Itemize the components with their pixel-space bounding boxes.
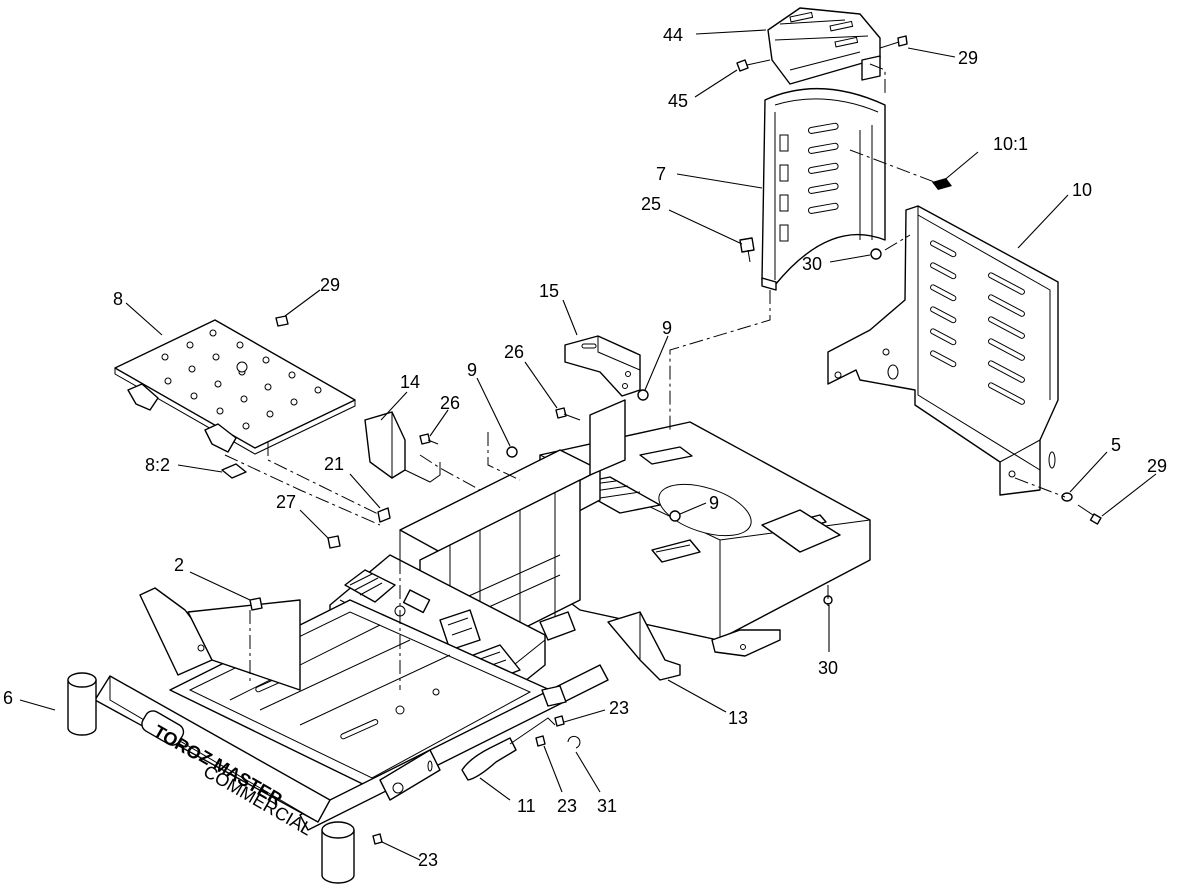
callout-27: 27	[276, 492, 296, 512]
seat-plate-slots	[930, 240, 1025, 405]
shroud-slots	[779, 122, 839, 242]
callout-30-upper: 30	[802, 254, 822, 274]
part-10-1-decal	[932, 178, 952, 190]
part-10-seat-plate	[827, 205, 1059, 496]
part-2-screw	[249, 597, 263, 611]
main-frame: TORO Z MASTER COMMERCIAL	[67, 399, 871, 884]
alignment-lines	[224, 63, 1066, 690]
callout-45: 45	[668, 91, 688, 111]
part-29-screw-top	[879, 35, 908, 49]
callout-15: 15	[539, 281, 559, 301]
callout-8: 8	[113, 289, 123, 309]
callout-26-b: 26	[504, 342, 524, 362]
part-26-screw-b	[555, 407, 581, 421]
callout-23-mid: 23	[557, 796, 577, 816]
caster-tube-right	[321, 821, 355, 884]
part-30-nut-upper	[870, 248, 882, 260]
callout-21: 21	[324, 454, 344, 474]
part-21-clip	[377, 507, 391, 523]
leader-lines	[19, 29, 1157, 861]
part-6-caster-tube-left	[67, 672, 97, 736]
part-13-bracket	[607, 611, 681, 681]
callout-11: 11	[517, 796, 536, 816]
part-5-washer	[1061, 492, 1073, 502]
part-29-bolt-right	[1077, 504, 1102, 525]
part-25-pin	[739, 237, 755, 263]
callout-29-right: 29	[1147, 456, 1167, 476]
part-11-handle	[461, 685, 567, 781]
foot-plate-holes	[161, 329, 322, 430]
callout-25: 25	[641, 194, 661, 214]
part-45-screw	[736, 59, 771, 72]
callout-30-lower: 30	[818, 658, 838, 678]
callout-labels: 44 29 45 10:1 7 10 25 30 8 29 15 9 26 14…	[3, 25, 1167, 870]
callout-29-plate: 29	[320, 275, 340, 295]
callout-23-right: 23	[609, 698, 629, 718]
callout-44: 44	[663, 25, 683, 45]
callout-10-1: 10:1	[993, 134, 1028, 154]
part-8-2-decal	[221, 463, 247, 479]
part-15-bracket	[564, 335, 641, 397]
callout-7: 7	[656, 164, 666, 184]
callout-10: 10	[1072, 180, 1092, 200]
callout-9-b: 9	[467, 360, 477, 380]
callout-23-bottom: 23	[418, 850, 438, 870]
part-31-clip	[567, 735, 581, 749]
callout-6: 6	[3, 688, 13, 708]
part-26-screw-a	[419, 433, 439, 445]
callout-9-a: 9	[662, 318, 672, 338]
callout-5: 5	[1111, 435, 1121, 455]
callout-14: 14	[400, 372, 420, 392]
callout-31: 31	[597, 796, 617, 816]
callout-29-top: 29	[958, 48, 978, 68]
callout-26-a: 26	[440, 393, 460, 413]
callout-9-c: 9	[709, 493, 719, 513]
part-9-nut-b	[506, 446, 518, 458]
part-29-screw-plate	[275, 315, 289, 327]
callout-13: 13	[728, 708, 748, 728]
part-9-nut-c	[669, 510, 681, 522]
part-27-screw	[327, 535, 341, 549]
callout-2: 2	[174, 555, 184, 575]
part-8-foot-plate	[114, 319, 356, 455]
callout-8-2: 8:2	[145, 455, 170, 475]
part-7-shroud	[761, 88, 886, 291]
part-14-bracket	[364, 411, 441, 483]
part-9-nut-a	[637, 389, 649, 401]
part-44-top-cover	[767, 7, 881, 85]
